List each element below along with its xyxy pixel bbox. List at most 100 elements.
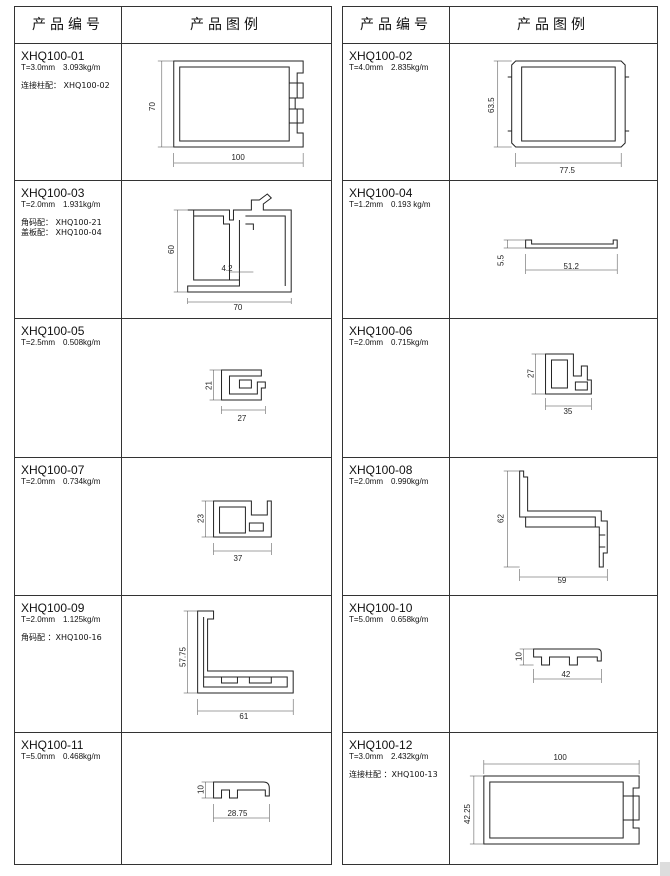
product-weight: 0.990kg/m	[391, 477, 429, 486]
profile-drawing: 10 28.75	[122, 732, 331, 866]
product-code: XHQ100-03	[21, 186, 85, 200]
profile-drawing: 63.5 77.5	[450, 43, 657, 180]
table-header: 产品编号 产品图例	[15, 7, 331, 44]
product-code: XHQ100-06	[349, 324, 413, 338]
product-thickness: T=2.0mm	[349, 477, 384, 486]
product-code: XHQ100-07	[21, 463, 85, 477]
profile-drawing: 100 42.25	[450, 732, 657, 866]
product-note: 盖板配： XHQ100-04	[21, 228, 102, 237]
dimension-height: 60	[167, 245, 176, 254]
product-info: XHQ100-01 T=3.0mm 3.093kg/m 连接柱配： XHQ100-…	[21, 49, 121, 91]
dimension-height: 63.5	[487, 97, 496, 113]
profile-drawing: 23 37	[122, 457, 331, 595]
product-weight: 0.715kg/m	[391, 338, 429, 347]
product-weight: 2.835kg/m	[391, 63, 429, 72]
product-thickness: T=5.0mm	[349, 615, 384, 624]
product-thickness: T=2.0mm	[21, 477, 56, 486]
product-info: XHQ100-07 T=2.0mm 0.734kg/m	[21, 463, 121, 487]
column-divider	[449, 7, 450, 864]
product-code: XHQ100-01	[21, 49, 85, 63]
product-thickness: T=4.0mm	[349, 63, 384, 72]
product-code: XHQ100-02	[349, 49, 413, 63]
dimension-height: 21	[205, 381, 214, 390]
product-note: 角码配： XHQ100-21	[21, 218, 102, 227]
product-thickness: T=2.0mm	[349, 338, 384, 347]
product-code: XHQ100-05	[21, 324, 85, 338]
product-weight: 1.931kg/m	[63, 200, 101, 209]
catalog-table-left: 产品编号 产品图例 XHQ100-01 T=3.0mm 3.093kg/m 连接柱…	[14, 6, 332, 865]
product-code: XHQ100-10	[349, 601, 413, 615]
product-code: XHQ100-09	[21, 601, 85, 615]
profile-drawing: 70 100	[122, 43, 331, 180]
product-row: XHQ100-05 T=2.5mm 0.508kg/m 21 27	[15, 318, 331, 458]
profile-drawing: 21 27	[122, 318, 331, 457]
product-thickness: T=3.0mm	[21, 63, 56, 72]
product-thickness: T=1.2mm	[349, 200, 384, 209]
profile-drawing: 62 59	[450, 457, 657, 595]
dimension-width: 70	[233, 303, 242, 312]
product-info: XHQ100-05 T=2.5mm 0.508kg/m	[21, 324, 121, 348]
product-note: 连接柱配： XHQ100-02	[21, 81, 110, 90]
product-info: XHQ100-08 T=2.0mm 0.990kg/m	[349, 463, 449, 487]
profile-drawing: 57.75 61	[122, 595, 331, 732]
column-divider	[121, 7, 122, 864]
page-corner-tab	[660, 862, 670, 876]
catalog-table-right: 产品编号 产品图例 XHQ100-02 T=4.0mm 2.835kg/m 63.…	[342, 6, 658, 865]
product-code: XHQ100-11	[21, 738, 84, 752]
product-info: XHQ100-02 T=4.0mm 2.835kg/m	[349, 49, 449, 73]
product-row: XHQ100-01 T=3.0mm 3.093kg/m 连接柱配： XHQ100-…	[15, 43, 331, 181]
product-weight: 3.093kg/m	[63, 63, 101, 72]
dimension-height: 57.75	[179, 646, 188, 667]
profile-drawing: 60 4.2 70	[122, 180, 331, 318]
product-code: XHQ100-04	[349, 186, 413, 200]
product-code: XHQ100-08	[349, 463, 413, 477]
dimension-width: 77.5	[559, 166, 575, 175]
dimension-width: 35	[563, 407, 572, 416]
product-row: XHQ100-06 T=2.0mm 0.715kg/m 27 35	[343, 318, 657, 458]
product-row: XHQ100-08 T=2.0mm 0.990kg/m 62 59	[343, 457, 657, 596]
product-weight: 1.125kg/m	[63, 615, 101, 624]
product-row: XHQ100-02 T=4.0mm 2.835kg/m 63.5 77.5	[343, 43, 657, 181]
product-thickness: T=3.0mm	[349, 752, 384, 761]
dimension-width: 100	[231, 153, 245, 162]
header-product-figure: 产品图例	[190, 17, 262, 33]
dimension-height: 10	[515, 652, 524, 661]
product-weight: 0.508kg/m	[63, 338, 101, 347]
profile-drawing: 27 35	[450, 318, 657, 457]
dimension-height: 23	[197, 514, 206, 523]
dimension-width: 27	[237, 414, 246, 423]
dimension-width: 59	[557, 576, 566, 585]
header-product-figure: 产品图例	[517, 17, 589, 33]
product-weight: 0.193 kg/m	[391, 200, 431, 209]
dimension-gap: 4.2	[222, 264, 234, 273]
product-thickness: T=5.0mm	[21, 752, 56, 761]
header-product-code: 产品编号	[360, 17, 432, 33]
product-info: XHQ100-09 T=2.0mm 1.125kg/m 角码配 ：XHQ100-1…	[21, 601, 121, 643]
product-code: XHQ100-12	[349, 738, 413, 752]
dimension-width: 100	[554, 753, 568, 762]
product-weight: 0.734kg/m	[63, 477, 101, 486]
dimension-width: 28.75	[227, 809, 247, 818]
product-row: XHQ100-09 T=2.0mm 1.125kg/m 角码配 ：XHQ100-1…	[15, 595, 331, 733]
dimension-width: 42	[561, 670, 570, 679]
product-thickness: T=2.5mm	[21, 338, 56, 347]
product-row: XHQ100-07 T=2.0mm 0.734kg/m 23 37	[15, 457, 331, 596]
dimension-height: 70	[148, 102, 157, 111]
dimension-height: 42.25	[463, 803, 472, 824]
profile-drawing: 10 42	[450, 595, 657, 732]
product-info: XHQ100-06 T=2.0mm 0.715kg/m	[349, 324, 449, 348]
product-info: XHQ100-04 T=1.2mm 0.193 kg/m	[349, 186, 449, 210]
product-note: 角码配 ：XHQ100-16	[21, 633, 102, 642]
header-product-code: 产品编号	[32, 17, 104, 33]
product-note: 连接柱配 ：XHQ100-13	[349, 770, 438, 779]
product-thickness: T=2.0mm	[21, 615, 56, 624]
table-header: 产品编号 产品图例	[343, 7, 657, 44]
dimension-height: 62	[497, 514, 506, 523]
